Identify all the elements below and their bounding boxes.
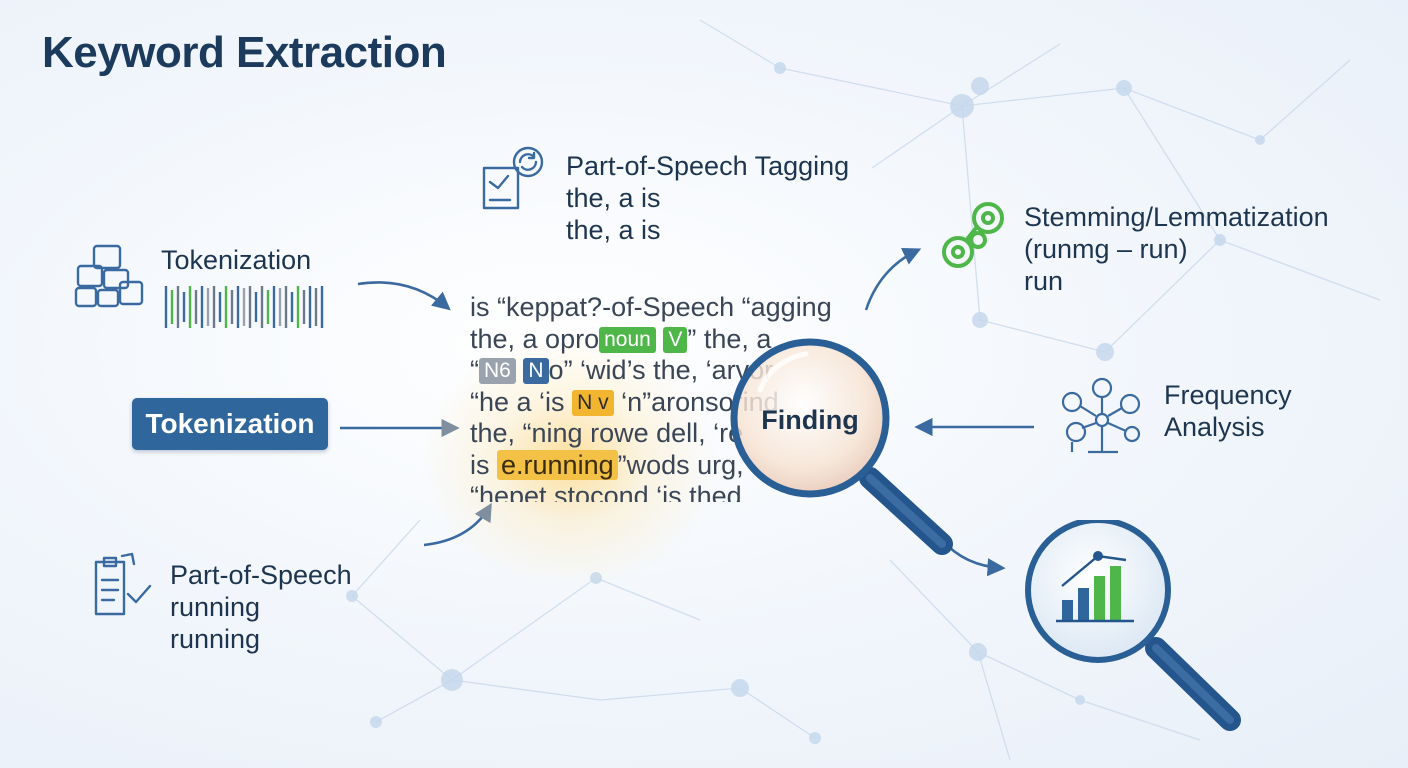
- barcode-icon: [164, 286, 324, 328]
- pos-tagging-line1: the, a is: [566, 183, 661, 213]
- arrow: [357, 281, 451, 311]
- verb-tag: V: [663, 326, 688, 353]
- text-line: “hepet stocond ‘is thed: [470, 481, 742, 502]
- page-title: Keyword Extraction: [42, 28, 447, 77]
- stemming-line1: (runmg – run): [1024, 234, 1188, 264]
- frequency-line2: Analysis: [1164, 412, 1265, 442]
- noun-tag: N: [523, 358, 549, 384]
- arrow: [423, 502, 492, 547]
- stemming-heading: Stemming/Lemmatization: [1024, 202, 1329, 232]
- tokenization-button[interactable]: Tokenization: [132, 398, 328, 450]
- annotated-text-block: is “keppat?-of-Speech “agging the, a opr…: [470, 292, 860, 502]
- tokenization-heading: Tokenization: [161, 245, 312, 275]
- blocks-icon: [74, 244, 144, 308]
- pos-tagging-line2: the, a is: [566, 215, 661, 245]
- noun-tag: noun: [599, 326, 656, 353]
- finding-label: Finding: [761, 405, 859, 435]
- clipboard-check-icon: [94, 552, 152, 616]
- stemming-line2: run: [1024, 266, 1064, 296]
- text-line: the, “ning rowe dell, ‘re: [470, 418, 744, 448]
- magnifier-chart-icon: [1025, 520, 1241, 731]
- noun-verb-tag: N v: [572, 389, 614, 416]
- network-graph-icon: [1061, 377, 1141, 454]
- arrow: [864, 248, 922, 311]
- pos-tagging-heading: Part-of-Speech Tagging: [566, 151, 850, 181]
- stemming-block: Stemming/Lemmatization (runmg – run) run: [1024, 201, 1329, 297]
- pos-bottom-heading: Part-of-Speech: [170, 560, 352, 590]
- magnifier-icon: [730, 338, 953, 555]
- pos-bottom-line1: running: [170, 592, 261, 622]
- keyword-highlight: e.running: [497, 449, 618, 480]
- pos-tagging-block: Part-of-Speech Tagging the, a is the, a …: [566, 150, 849, 246]
- chain-link-icon: [942, 202, 1004, 268]
- text-line: is e.running”wods urg,: [470, 449, 744, 480]
- pos-bottom-block: Part-of-Speech running running: [170, 559, 352, 655]
- pos-bottom-line2: running: [170, 624, 261, 654]
- frequency-block: Frequency Analysis: [1164, 379, 1292, 443]
- frequency-line1: Frequency: [1164, 380, 1292, 410]
- noun-tag: N6: [479, 358, 516, 384]
- document-sync-icon: [482, 146, 544, 210]
- text-line: is “keppat?-of-Speech “agging: [470, 292, 832, 322]
